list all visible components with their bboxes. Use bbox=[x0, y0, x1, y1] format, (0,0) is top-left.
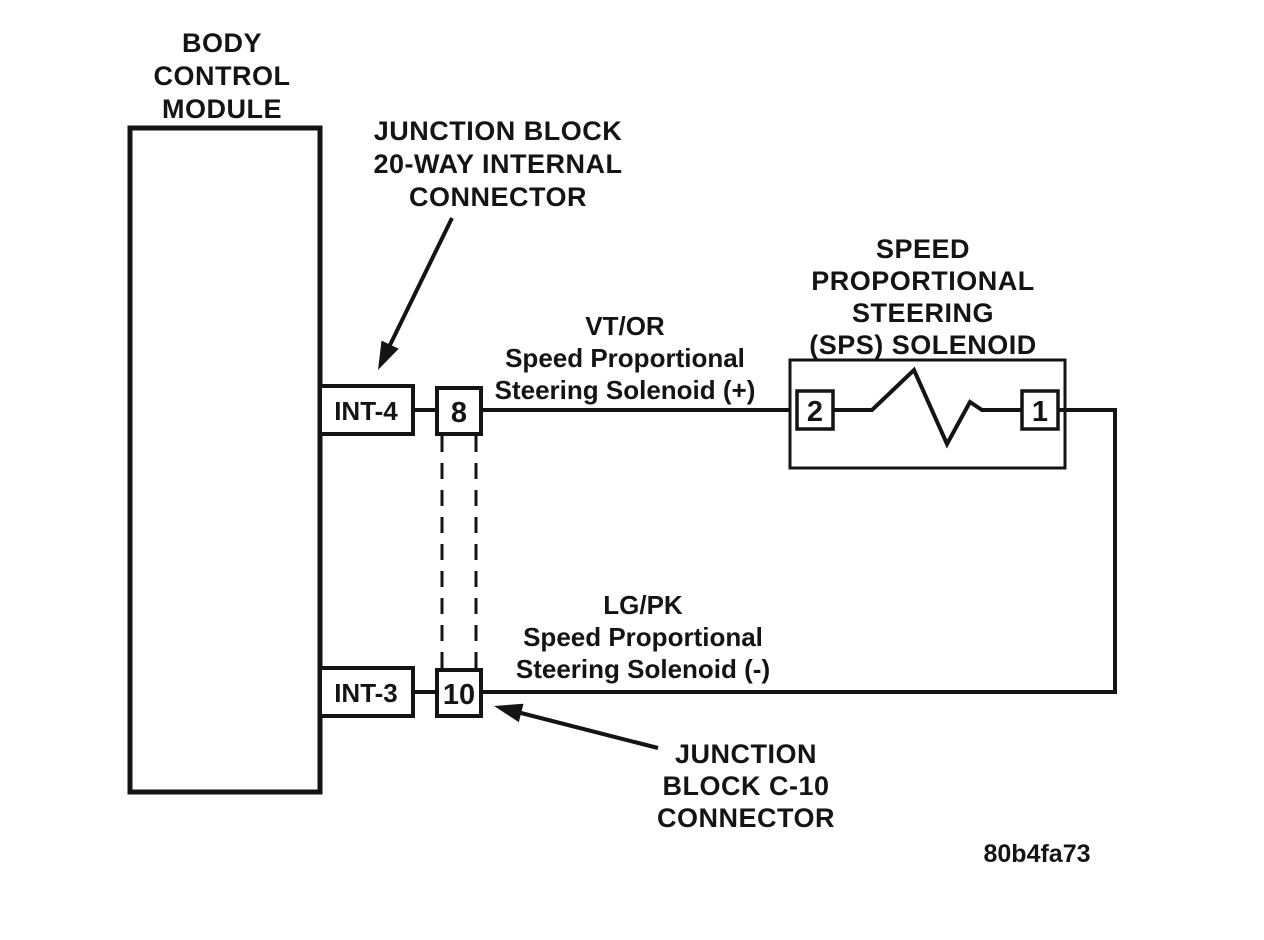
positive-wire-color-label: VT/OR bbox=[585, 311, 665, 341]
bcm-group: BODY CONTROL MODULE INT-4 INT-3 bbox=[127, 28, 415, 795]
sps-terminal2-box bbox=[795, 389, 835, 431]
bcm-label-line1: BODY bbox=[182, 28, 262, 58]
jb-pin10-box bbox=[435, 668, 483, 718]
negative-wire-desc-line2: Steering Solenoid (-) bbox=[516, 654, 770, 684]
sps-solenoid-group: SPEED PROPORTIONAL STEERING (SPS) SOLENO… bbox=[788, 234, 1067, 470]
sps-terminal2-label: 2 bbox=[807, 396, 823, 428]
bcm-label-line2: CONTROL bbox=[154, 61, 291, 91]
sps-coil-zigzag bbox=[833, 366, 1022, 449]
junction-block-c10-group: JUNCTION BLOCK C-10 CONNECTOR bbox=[494, 703, 835, 833]
negative-wire-group: LG/PK Speed Proportional Steering Soleno… bbox=[481, 408, 1117, 694]
jb-internal-label-line2: 20-WAY INTERNAL bbox=[373, 149, 622, 179]
bcm-body-box bbox=[127, 125, 323, 795]
positive-wire-desc-line1: Speed Proportional bbox=[505, 343, 745, 373]
negative-wire-desc-line1: Speed Proportional bbox=[523, 622, 763, 652]
jb-internal-label-line3: CONNECTOR bbox=[409, 182, 587, 212]
sps-label-line3: STEERING bbox=[852, 298, 994, 328]
bcm-pin-int3-box bbox=[318, 666, 415, 718]
jb-internal-callout-arrowhead bbox=[378, 340, 399, 370]
jb-pin8-box bbox=[435, 386, 483, 436]
junction-block-internal-group: JUNCTION BLOCK 20-WAY INTERNAL CONNECTOR… bbox=[373, 116, 623, 718]
bcm-label-line3: MODULE bbox=[162, 94, 282, 124]
jb-c10-callout-arrowhead bbox=[494, 703, 524, 723]
jb-internal-callout-arrow-line bbox=[388, 217, 454, 346]
bcm-pin-int4-box bbox=[318, 384, 415, 436]
negative-wire-color-label: LG/PK bbox=[603, 590, 683, 620]
sps-terminal1-label: 1 bbox=[1032, 396, 1048, 428]
figure-id: 80b4fa73 bbox=[983, 840, 1090, 868]
sps-label-line2: PROPORTIONAL bbox=[811, 266, 1035, 296]
bcm-pin-int3-label: INT-3 bbox=[334, 678, 398, 708]
sps-terminal1-box bbox=[1020, 389, 1060, 431]
jb-internal-label-line1: JUNCTION BLOCK bbox=[374, 116, 623, 146]
bcm-pin-int4-label: INT-4 bbox=[334, 396, 398, 426]
sps-label-line1: SPEED bbox=[876, 234, 970, 264]
positive-wire-desc-line2: Steering Solenoid (+) bbox=[495, 375, 756, 405]
sps-label-line4: (SPS) SOLENOID bbox=[809, 330, 1037, 360]
jb-pin8-label: 8 bbox=[451, 397, 467, 429]
negative-wire-line bbox=[481, 408, 1117, 694]
jb-pin10-label: 10 bbox=[443, 679, 475, 711]
jb-c10-label-line3: CONNECTOR bbox=[657, 803, 835, 833]
positive-wire-group: VT/OR Speed Proportional Steering Soleno… bbox=[481, 311, 797, 412]
jb-c10-callout-arrow-line bbox=[520, 711, 659, 750]
jb-c10-label-line1: JUNCTION bbox=[675, 739, 817, 769]
jb-c10-label-line2: BLOCK C-10 bbox=[662, 771, 829, 801]
sps-solenoid-body-box bbox=[788, 358, 1067, 470]
